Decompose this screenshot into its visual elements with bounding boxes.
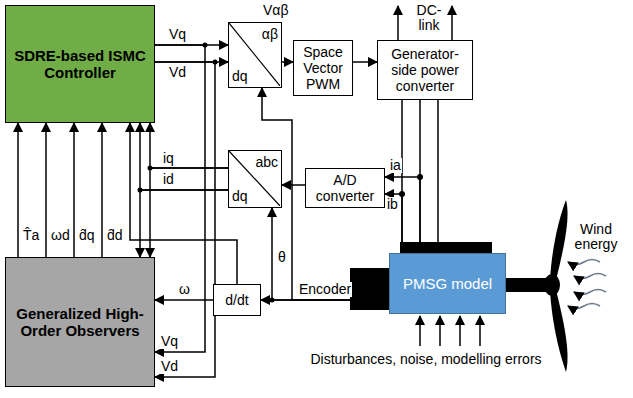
transform-box: abc dq — [228, 150, 282, 208]
observer-box: Generalized High-Order Observers — [5, 257, 155, 387]
dc-link-arrow — [451, 6, 453, 40]
connector — [17, 123, 19, 257]
signal-label: Vd — [168, 65, 187, 80]
signal-label: T̂a — [22, 228, 40, 243]
signal-label: id — [162, 172, 175, 187]
signal-label: d̂d — [106, 228, 124, 243]
shaft — [505, 278, 547, 292]
signal-label: ia — [389, 158, 402, 173]
connector — [385, 194, 402, 253]
signal-label: ib — [386, 197, 399, 212]
signal-label: ω — [178, 282, 191, 297]
pwm-box: Space Vector PWM — [293, 40, 353, 96]
box-text: dq — [232, 188, 248, 204]
signal-label: Vαβ — [262, 3, 289, 18]
disturbance-arrows — [420, 316, 480, 346]
wind-arrows — [568, 260, 606, 309]
connector — [272, 208, 389, 300]
signal-label: iq — [162, 151, 175, 166]
connector — [353, 61, 377, 63]
wind-turbine — [544, 200, 568, 372]
signal-label: Vq — [160, 334, 179, 349]
connector — [140, 190, 228, 257]
controller-box: SDRE-based ISMC Controller — [5, 5, 155, 123]
connector — [155, 299, 213, 301]
disturbance-label: Disturbances, noise, modelling errors — [300, 352, 552, 367]
box-text: dq — [232, 68, 248, 84]
box-text: Generalized High-Order Observers — [6, 305, 154, 340]
box-text: A/D converter — [306, 172, 384, 204]
adc-box: A/D converter — [305, 168, 385, 208]
generator-box: PMSG model — [389, 253, 506, 314]
connector — [282, 61, 293, 63]
derivative-box: d/dt — [213, 284, 261, 316]
connector — [282, 184, 305, 186]
dc-link-arrow — [397, 6, 399, 40]
connector — [101, 123, 103, 257]
connector — [385, 177, 420, 253]
box-text: SDRE-based ISMC Controller — [6, 47, 154, 82]
signal-label: ωd — [50, 228, 71, 243]
terminal-bar — [400, 242, 492, 253]
connector — [140, 123, 228, 190]
connector — [45, 123, 47, 257]
dc-link-label: DC-link — [408, 3, 450, 34]
signal-label: θ — [277, 250, 287, 265]
signal-label: Vq — [168, 27, 187, 42]
signal-label: d̂q — [78, 228, 96, 243]
connector — [155, 45, 205, 352]
box-text: αβ — [262, 26, 278, 42]
converter-box: Generator-side power converter — [377, 40, 473, 100]
connector — [155, 62, 215, 377]
encoder-block — [350, 268, 389, 310]
signal-label: Encoder — [298, 282, 352, 297]
box-text: d/dt — [221, 292, 252, 308]
box-text: Generator-side power converter — [378, 46, 472, 94]
box-text: Space Vector PWM — [294, 44, 352, 92]
box-text: PMSG model — [399, 275, 496, 292]
connector — [150, 168, 228, 257]
box-text: abc — [255, 154, 278, 170]
signal-label: Vd — [160, 359, 179, 374]
wind-label: Wind energy — [560, 222, 632, 253]
connector — [73, 123, 75, 257]
transform-box: αβ dq — [228, 22, 282, 88]
connector — [150, 123, 228, 168]
